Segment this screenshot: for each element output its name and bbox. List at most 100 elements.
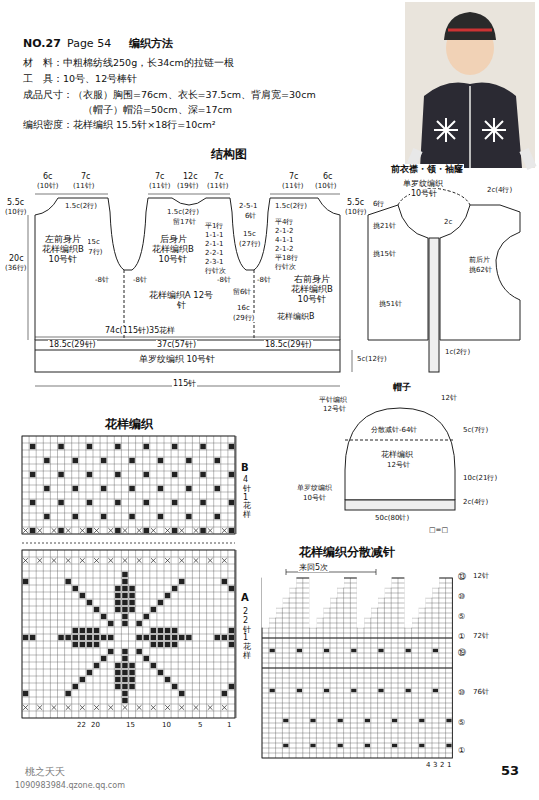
label: 5c(12行) (356, 355, 388, 363)
decrease-step (404, 577, 412, 628)
filled-stitch (129, 677, 135, 682)
filled-stitch (129, 684, 135, 689)
cross-stitch (222, 558, 227, 563)
chart-border (22, 550, 235, 718)
filled-stitch (115, 593, 121, 598)
hat (444, 12, 496, 40)
label: B (240, 462, 250, 474)
cross-stitch (151, 558, 156, 563)
filled-stitch (151, 628, 157, 633)
label: 工 具：10号、12号棒针 (22, 74, 138, 85)
cross-stitch (194, 705, 199, 710)
filled-stitch (172, 500, 178, 505)
filled-stitch (115, 684, 121, 689)
filled-stitch (58, 500, 64, 505)
filled-stitch (136, 635, 142, 640)
label: 6针 (244, 212, 257, 220)
filled-stitch (310, 744, 315, 747)
filled-stitch (172, 472, 178, 477)
decrease-step (418, 577, 426, 608)
filled-stitch (446, 744, 451, 747)
filled-stitch (73, 514, 79, 519)
filled-stitch (179, 691, 185, 696)
filled-stitch (144, 500, 150, 505)
filled-stitch (129, 458, 135, 463)
filled-stitch (151, 607, 157, 612)
label: Page 54 (66, 38, 112, 51)
piece-label: 单罗纹编织 10号针 (122, 354, 232, 364)
filled-stitch (229, 628, 235, 633)
label: ⑲ (457, 648, 467, 657)
filled-stitch (365, 719, 370, 722)
label: 10号针 (302, 494, 327, 502)
filled-stitch (222, 579, 228, 584)
filled-stitch (65, 635, 71, 640)
filled-stitch (108, 635, 114, 640)
label: 1.5c(2行) (166, 208, 200, 216)
filled-stitch (80, 677, 86, 682)
filled-stitch (215, 486, 221, 491)
filled-stitch (433, 649, 438, 652)
garment-piece: 花样编织A 12号针 (148, 290, 214, 310)
filled-stitch (144, 472, 150, 477)
filled-stitch (229, 642, 235, 647)
filled-stitch (165, 593, 171, 598)
label: (10针) (36, 182, 59, 190)
chart-border (22, 436, 235, 534)
filled-stitch (122, 677, 128, 682)
filled-stitch (44, 514, 50, 519)
filled-stitch (324, 689, 329, 692)
filled-stitch (115, 670, 121, 675)
filled-stitch (158, 670, 164, 675)
cross-stitch (123, 705, 128, 710)
filled-stitch (94, 607, 100, 612)
filled-stitch (229, 684, 235, 689)
label: (10行) (344, 208, 367, 216)
decrease-step (268, 577, 276, 618)
filled-stitch (87, 642, 93, 647)
filled-stitch (101, 614, 107, 619)
label: 2-1-1 (204, 240, 224, 248)
filled-stitch (87, 628, 93, 633)
filled-stitch (378, 649, 383, 652)
filled-stitch (73, 635, 79, 640)
filled-stitch (172, 628, 178, 633)
body-outline (35, 198, 340, 340)
filled-stitch (200, 472, 206, 477)
section-divider (22, 543, 235, 544)
label: -8针 (132, 276, 148, 284)
filled-stitch (101, 514, 107, 519)
filled-stitch (115, 607, 121, 612)
filled-stitch (186, 514, 192, 519)
filled-stitch (87, 670, 93, 675)
label: 编织方法 (128, 38, 174, 51)
filled-stitch (338, 744, 343, 747)
filled-stitch (73, 586, 79, 591)
filled-stitch (151, 635, 157, 640)
filled-stitch (94, 642, 100, 647)
label: 挑21针 (372, 222, 397, 230)
label: 15 (125, 721, 136, 729)
rib-band (35, 340, 340, 372)
garment-piece: 左前身片花样编织B 10号针 (38, 234, 88, 265)
cross-stitch (137, 558, 142, 563)
filled-stitch (23, 691, 29, 696)
label: 7c (213, 172, 225, 181)
filled-stitch (158, 635, 164, 640)
filled-stitch (129, 514, 135, 519)
filled-stitch (80, 635, 86, 640)
filled-stitch (94, 635, 100, 640)
filled-stitch (324, 649, 329, 652)
filled-stitch (215, 635, 221, 640)
cross-stitch (123, 528, 128, 533)
label: 5 (197, 721, 203, 729)
cross-stitch (66, 528, 71, 533)
label: 1090983984.qzone.qq.com (14, 781, 126, 790)
filled-stitch (129, 670, 135, 675)
label: 2 (439, 761, 445, 769)
collar (398, 188, 470, 205)
filled-stitch (158, 642, 164, 647)
label: (11针) (281, 182, 304, 190)
filled-stitch (129, 586, 135, 591)
